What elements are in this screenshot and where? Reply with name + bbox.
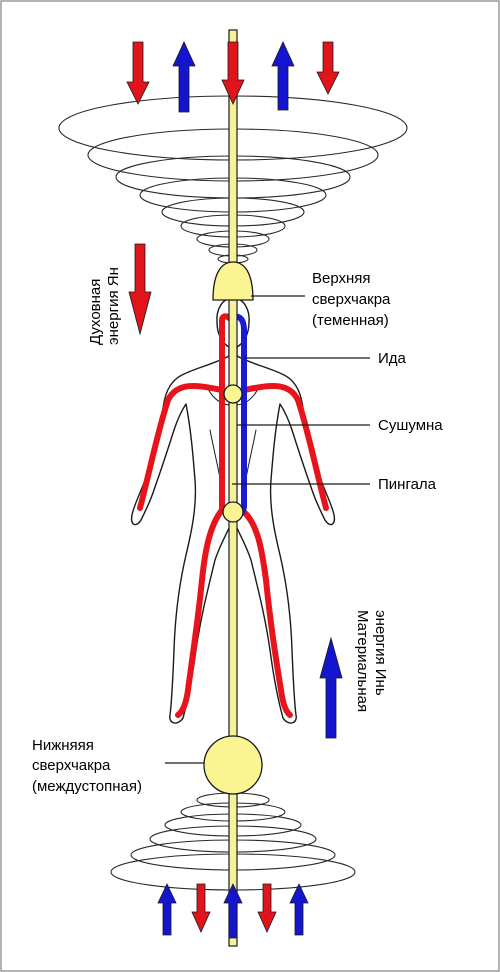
pelvis-point bbox=[222, 501, 244, 523]
spiritual-energy-arrow-icon bbox=[128, 243, 152, 336]
arrow-down-icon bbox=[221, 41, 245, 105]
arrow-down-icon bbox=[316, 41, 340, 95]
arrow-down-icon bbox=[126, 41, 150, 105]
material-energy-label: Материальная энергия Инь bbox=[354, 610, 389, 716]
spiritual-energy-label: Духовная энергия Ян bbox=[87, 267, 122, 345]
pingala-label: Пингала bbox=[378, 476, 437, 493]
upper-chakra-dome bbox=[212, 261, 254, 301]
arrow-down-icon bbox=[191, 883, 211, 933]
arrow-up-icon bbox=[271, 41, 295, 111]
upper-chakra-label: Верхняя сверхчакра (теменная) bbox=[312, 270, 395, 329]
arrow-up-icon bbox=[157, 883, 177, 936]
arrow-up-icon bbox=[172, 41, 196, 113]
chakra-points bbox=[203, 261, 263, 795]
lower-chakra-sphere bbox=[203, 735, 263, 795]
arrow-up-icon bbox=[289, 883, 309, 936]
pingala-channel bbox=[137, 313, 329, 718]
ida-label: Ида bbox=[378, 350, 407, 367]
bottom-arrows bbox=[157, 883, 309, 939]
arrow-down-icon bbox=[257, 883, 277, 933]
sushumna-label: Сушумна bbox=[378, 417, 443, 434]
leader-lines bbox=[165, 295, 370, 764]
lower-chakra-label: Нижняяя сверхчакра (междустопная) bbox=[32, 737, 142, 795]
sushumna-axis bbox=[228, 29, 238, 947]
material-energy-arrow-icon bbox=[319, 636, 343, 739]
arrow-up-icon bbox=[223, 883, 243, 939]
top-arrows bbox=[126, 41, 340, 113]
heart-point bbox=[223, 384, 243, 404]
